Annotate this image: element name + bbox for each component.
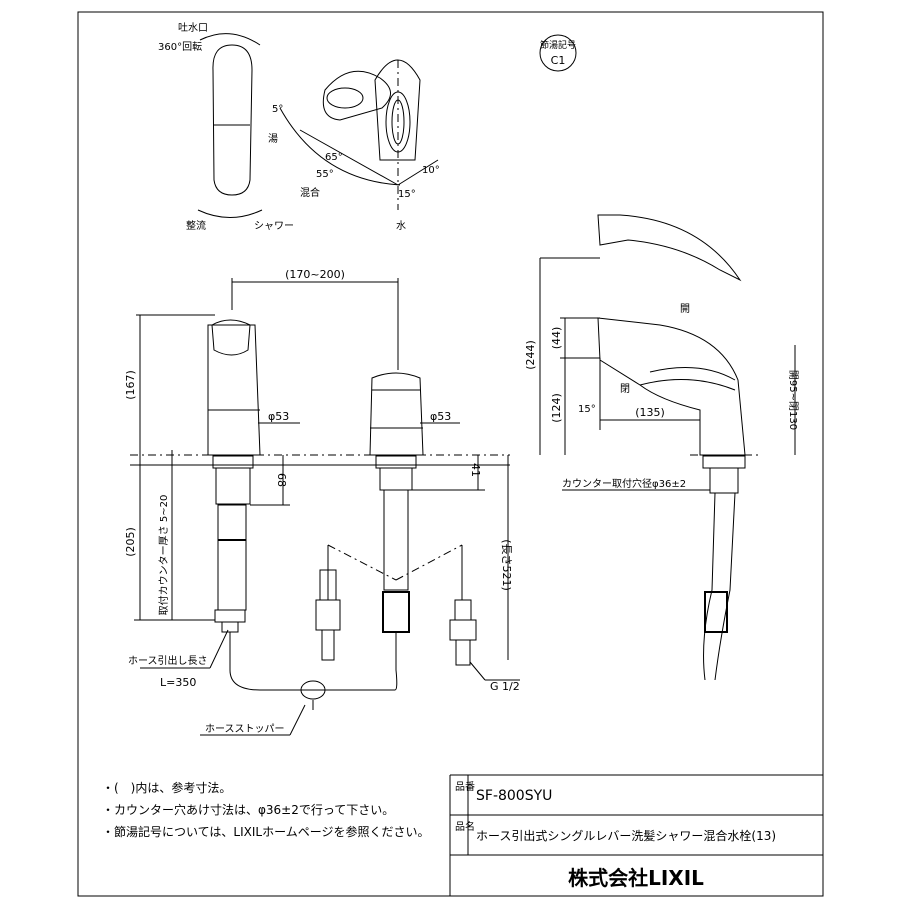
under-depth-dim: 68 bbox=[275, 473, 288, 487]
water-saving-symbol: 節湯記号 C1 bbox=[539, 34, 577, 72]
product-name: ホース引出式シングルレバー洗髪シャワー混合水栓(13) bbox=[476, 828, 776, 843]
lever-view: 5° 65° 55° 15° 10° 湯 混合 水 bbox=[268, 59, 440, 232]
front-view: (170~200) φ53 (167) (205) 取付カウンター厚さ 5~20… bbox=[124, 268, 520, 736]
angle-65: 65° bbox=[325, 152, 343, 163]
length-dim: (長さ521) bbox=[500, 539, 513, 591]
width-range-dim: (170~200) bbox=[285, 268, 345, 281]
upper-dim: (44) bbox=[550, 327, 563, 350]
right-diameter: φ53 bbox=[430, 410, 451, 423]
company-name: 株式会社LIXIL bbox=[568, 866, 704, 890]
top-view: 吐水口 360°回転 整流 シャワー bbox=[158, 22, 294, 232]
hot-label: 湯 bbox=[268, 132, 278, 145]
symbol-top-text: 節湯記号 bbox=[540, 39, 576, 51]
lever-arc bbox=[279, 107, 401, 186]
cold-label: 水 bbox=[396, 220, 406, 232]
angle-5: 5° bbox=[272, 104, 283, 115]
side-view: (244) (44) (124) (135) 15° 開 閉 開95~閉130 … bbox=[524, 214, 799, 681]
symbol-bottom-text: C1 bbox=[551, 54, 566, 67]
mix-label: 混合 bbox=[300, 186, 320, 199]
below-height-dim: (205) bbox=[124, 527, 137, 557]
name-label: 品名 bbox=[455, 820, 475, 833]
right-faucet-body bbox=[369, 372, 424, 456]
note-3: ・節湯記号については、LIXILホームページを参照ください。 bbox=[102, 825, 430, 839]
part-number: SF-800SYU bbox=[476, 788, 552, 804]
hose-stopper-label: ホースストッパー bbox=[205, 723, 285, 735]
counter-thickness-dim: 取付カウンター厚さ 5~20 bbox=[157, 495, 170, 616]
note-1: ・( )内は、参考寸法。 bbox=[102, 781, 232, 795]
lower-dim: (124) bbox=[550, 393, 563, 423]
spout-body-outline bbox=[212, 44, 253, 196]
lever-handle-outline bbox=[322, 70, 391, 121]
left-faucet-body bbox=[207, 324, 261, 456]
hose-length-value: L=350 bbox=[160, 676, 196, 689]
thread-label: G 1/2 bbox=[490, 680, 520, 693]
total-height-dim: (244) bbox=[524, 340, 537, 370]
hose-stopper-shape bbox=[300, 680, 326, 700]
counter-hole-label: カウンター取付穴径φ36±2 bbox=[562, 477, 686, 490]
spout-raised-outline bbox=[597, 214, 742, 282]
notes-block: ・( )内は、参考寸法。 ・カウンター穴あけ寸法は、φ36±2で行って下さい。 … bbox=[102, 777, 447, 843]
height-dim: (167) bbox=[124, 370, 137, 400]
drawing-border bbox=[77, 11, 824, 897]
hose-length-label: ホース引出し長さ bbox=[128, 654, 208, 667]
open-bottom-label: 閉 bbox=[620, 383, 630, 395]
angle-55: 55° bbox=[316, 169, 334, 180]
rotation-arrow bbox=[199, 33, 261, 46]
lever-range-dim: 開95~閉130 bbox=[787, 370, 799, 430]
mode-arrow bbox=[197, 209, 263, 218]
right-under-depth-dim: 41 bbox=[469, 463, 482, 477]
side-angle: 15° bbox=[578, 404, 596, 415]
reach-dim: (135) bbox=[635, 406, 665, 419]
mode-left-label: 整流 bbox=[186, 219, 206, 232]
spout-rotation-line2: 360°回転 bbox=[158, 41, 202, 53]
angle-15: 15° bbox=[398, 189, 416, 200]
mode-right-label: シャワー bbox=[254, 221, 294, 232]
angle-10: 10° bbox=[422, 165, 440, 176]
spout-rotation-line1: 吐水口 bbox=[178, 22, 208, 34]
left-diameter: φ53 bbox=[268, 410, 289, 423]
open-top-label: 開 bbox=[680, 303, 690, 315]
note-2: ・カウンター穴あけ寸法は、φ36±2で行って下さい。 bbox=[102, 803, 395, 817]
part-no-label-top: 品番 bbox=[455, 781, 475, 793]
